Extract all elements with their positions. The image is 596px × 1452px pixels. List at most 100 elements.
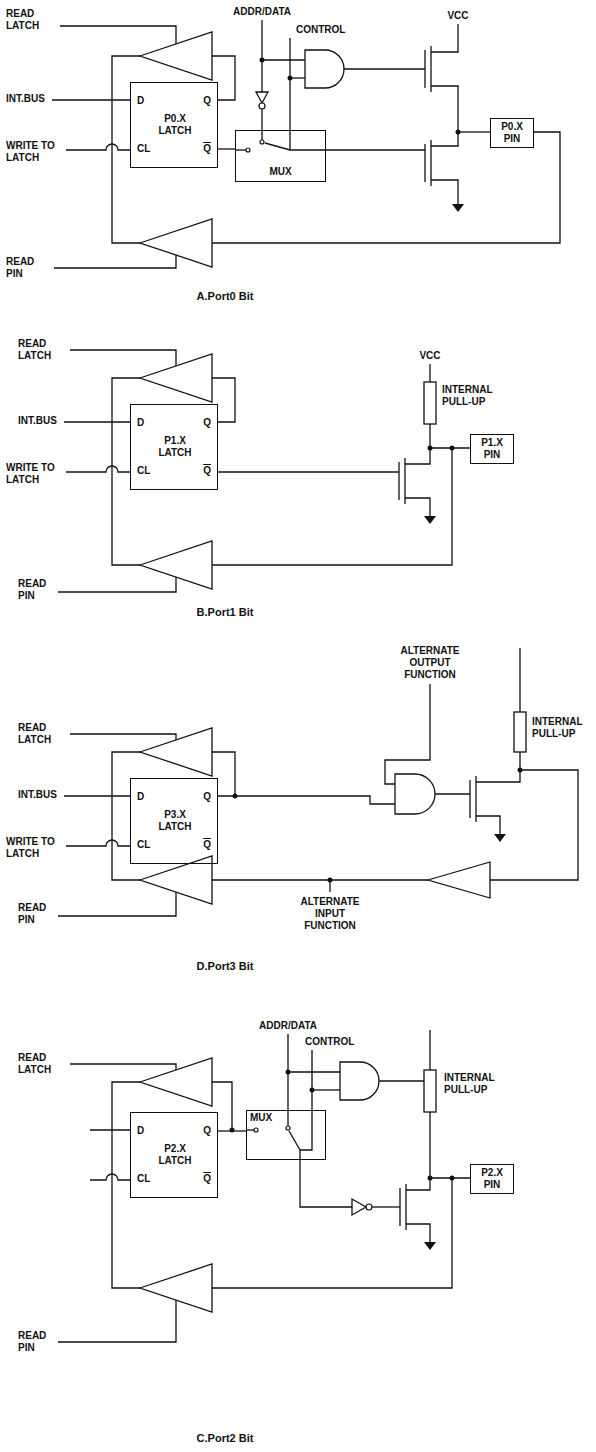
pin-box: P0.X PIN (490, 118, 534, 148)
latch-box: DQP0.X LATCHCLQ (130, 82, 218, 168)
fet-channel (405, 1184, 406, 1230)
pin-label: P0.X PIN (494, 121, 530, 145)
wire (52, 99, 130, 100)
wire (288, 1071, 340, 1072)
figure-caption: A.Port0 Bit (150, 290, 300, 302)
wire (458, 131, 490, 132)
inverter-bubble (259, 103, 265, 109)
fet-gate (398, 462, 399, 500)
connector-wire (218, 148, 235, 149)
latch-label: P0.X LATCH (151, 113, 199, 137)
wire (212, 378, 235, 422)
wire (90, 1129, 130, 1130)
wire (431, 180, 458, 204)
mux-contact (286, 1126, 290, 1130)
signal-label: CONTROL (296, 24, 356, 36)
signal-label: ADDR/DATA (248, 1020, 328, 1032)
resistor-symbol (424, 1070, 436, 1112)
wire (519, 648, 520, 712)
wire (406, 1224, 430, 1242)
and-gate (305, 50, 344, 88)
fet-channel (430, 140, 431, 186)
mux-box: MUX (246, 1110, 326, 1160)
latch-label: P2.X LATCH (151, 1143, 199, 1167)
wire (66, 466, 130, 472)
latch-input: D (137, 95, 144, 107)
wire (235, 149, 246, 150)
latch-clock: CL (137, 465, 150, 477)
signal-label: WRITE TO LATCH (6, 462, 70, 486)
signal-label: INTERNAL PULL-UP (532, 716, 594, 740)
mux-label: MUX (236, 166, 325, 178)
signal-label: VCC (410, 350, 450, 362)
ground-arrow (424, 516, 436, 524)
mux-contact (260, 140, 264, 144)
wire (405, 498, 430, 516)
signal-label: ALTERNATE OUTPUT FUNCTION (390, 645, 470, 681)
buffer-symbol (140, 32, 212, 80)
latch-clock: CL (137, 1173, 150, 1185)
signal-label: INTERNAL PULL-UP (442, 384, 512, 408)
signal-label: INTERNAL PULL-UP (444, 1072, 514, 1096)
latch-clock: CL (137, 143, 150, 155)
wire (300, 1050, 312, 1150)
wire (435, 793, 470, 794)
wire (212, 752, 235, 796)
signal-label: CONTROL (305, 1036, 365, 1048)
ground-arrow (452, 204, 464, 212)
signal-label: WRITE TO LATCH (6, 836, 70, 860)
latch-label: P3.X LATCH (151, 809, 199, 833)
latch-box: DQP2.X LATCHCLQ (130, 1112, 218, 1198)
wire (58, 577, 176, 592)
latch-clock: CL (137, 839, 150, 851)
wire (289, 38, 290, 150)
wire (431, 24, 458, 52)
wire (235, 796, 395, 804)
signal-label: WRITE TO LATCH (6, 140, 70, 164)
and-gate (340, 1062, 379, 1100)
latch-output-inverted: Q (203, 839, 211, 851)
wire (290, 149, 425, 150)
wire (405, 424, 430, 464)
wire (212, 132, 560, 243)
resistor-symbol (514, 712, 526, 752)
wire (429, 1030, 430, 1070)
buffer-symbol (428, 862, 490, 898)
wire (70, 350, 176, 366)
port1-circuit (58, 350, 470, 592)
latch-output-inverted: Q (203, 1173, 211, 1185)
wire (90, 1174, 130, 1180)
fet-channel (404, 458, 405, 504)
pin-box: P1.X PIN (470, 434, 514, 464)
signal-label: ALTERNATE INPUT FUNCTION (290, 896, 370, 932)
signal-label: INT.BUS (18, 415, 78, 427)
latch-label: P1.X LATCH (151, 435, 199, 459)
mux-switch-arm (289, 1131, 300, 1150)
fet-gate (424, 144, 425, 182)
wire (385, 684, 430, 784)
wire (379, 1080, 424, 1081)
mux-contact (246, 148, 250, 152)
wire (290, 77, 305, 78)
wire (112, 752, 140, 880)
pin-label: P1.X PIN (474, 437, 510, 461)
wire (58, 892, 176, 916)
latch-box: D Q P3.X LATCHCL Q (130, 778, 218, 864)
fet-channel (430, 46, 431, 92)
resistor-symbol (424, 382, 436, 424)
latch-output-inverted: Q (203, 143, 211, 155)
latch-output: Q (203, 417, 211, 429)
latch-output: Q (203, 791, 211, 803)
wire (212, 1178, 452, 1288)
latch-input: D (137, 791, 144, 803)
signal-label: READ PIN (18, 902, 63, 926)
wire (54, 255, 176, 268)
buffer-symbol (140, 1058, 212, 1106)
mux-contact (254, 1128, 258, 1132)
signal-label: READ LATCH (6, 8, 58, 32)
latch-box: DQP1.X LATCHCLQ (130, 404, 218, 490)
wire (262, 59, 305, 60)
signal-label: INT.BUS (6, 93, 66, 105)
latch-input: D (137, 1125, 144, 1137)
